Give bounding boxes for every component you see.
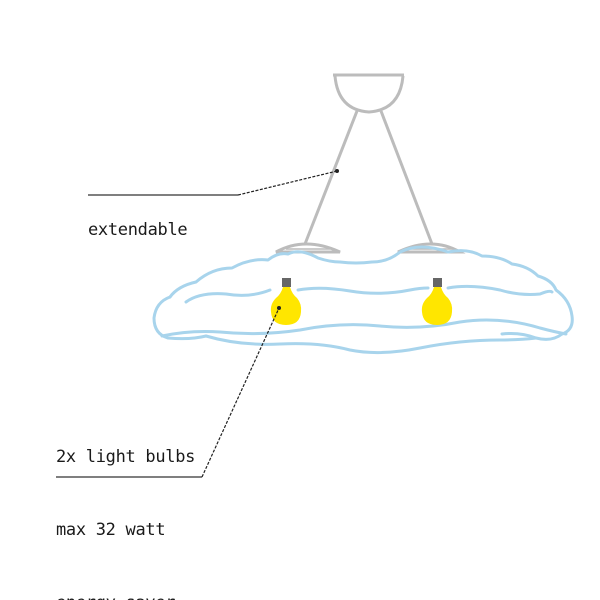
bulb-socket-right (433, 278, 442, 287)
suspension-rod-right (379, 110, 434, 245)
annotation-extendable: extendable (88, 170, 188, 290)
leader-line-extendable (88, 169, 339, 196)
ceiling-canopy (333, 73, 405, 114)
annotation-bulbs-line-1: 2x light bulbs (56, 447, 196, 467)
suspension-rods (303, 110, 434, 245)
light-bulb-right (421, 278, 453, 325)
annotation-bulbs: 2x light bulbs max 32 watt energy saver (56, 397, 195, 600)
suspension-rod-left (303, 110, 359, 245)
cloud-shade (152, 245, 574, 355)
light-bulb-left (270, 278, 302, 325)
annotation-extendable-text: extendable (88, 220, 188, 240)
mount-dome-left (275, 242, 341, 254)
annotation-bulbs-line-2: max 32 watt (56, 520, 166, 540)
annotation-bulbs-line-3: energy saver (56, 591, 195, 600)
bulb-socket-left (282, 278, 291, 287)
leader-line-bulbs (56, 306, 281, 478)
